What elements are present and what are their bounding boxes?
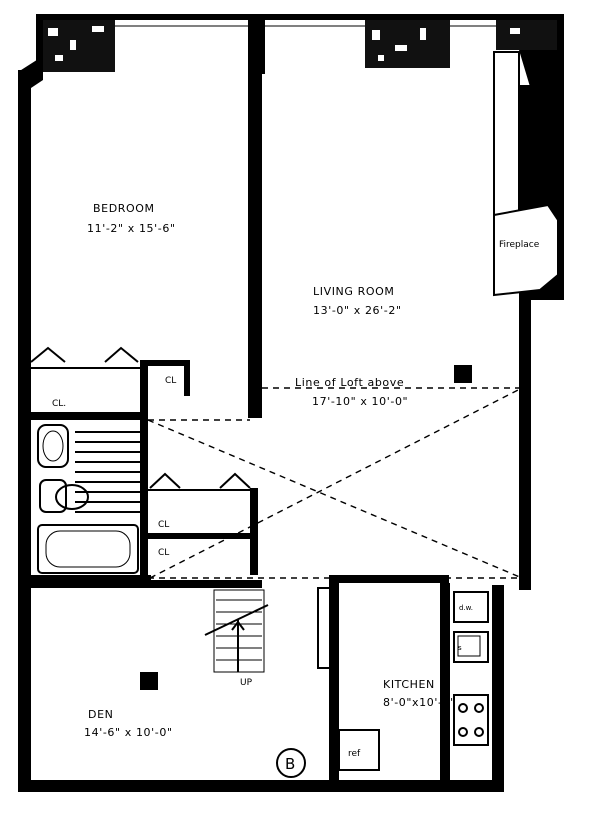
bedroom-closet: CL. CL [30,346,176,409]
bath-stripes [75,431,140,513]
fireplace-label: Fireplace [499,240,540,250]
living-room-dims: 13'-0" x 26'-2" [313,304,402,317]
kitchen-dims: 8'-0"x10'-0" [383,696,456,709]
kitchen-counter: ref d.w. s [317,587,489,771]
refrigerator-label: ref [348,749,361,759]
unit-marker: B [276,748,306,778]
bedroom-closet-label: CL. [52,399,66,409]
bathroom [37,424,140,574]
bedroom-name: BEDROOM [93,202,155,215]
windows [43,14,557,74]
interior-walls [31,20,472,785]
room-labels: BEDROOM 11'-2" x 15'-6" LIVING ROOM 13'-… [84,202,456,739]
loft-lines [147,387,523,579]
staircase: UP [204,589,269,688]
loft-dims: 17'-10" x 10'-0" [312,395,408,408]
hall-closet-2-label: CL [158,548,169,558]
fireplace-area: Fireplace [493,50,564,300]
hall-closet-1-label: CL [158,520,169,530]
kitchen-name: KITCHEN [383,678,435,691]
den-name: DEN [88,708,113,721]
hall-closets: CL CL [148,472,251,558]
unit-marker-letter: B [285,755,295,773]
bedroom-dims: 11'-2" x 15'-6" [87,222,176,235]
stairs-up-label: UP [240,678,253,688]
living-room-name: LIVING ROOM [313,285,394,298]
dishwasher-label: d.w. [459,604,473,612]
sink-label: s [458,644,462,652]
exterior-walls [18,14,564,792]
small-closet-label: CL [165,376,176,386]
den-dims: 14'-6" x 10'-0" [84,726,173,739]
loft-label: Line of Loft above [295,376,404,389]
